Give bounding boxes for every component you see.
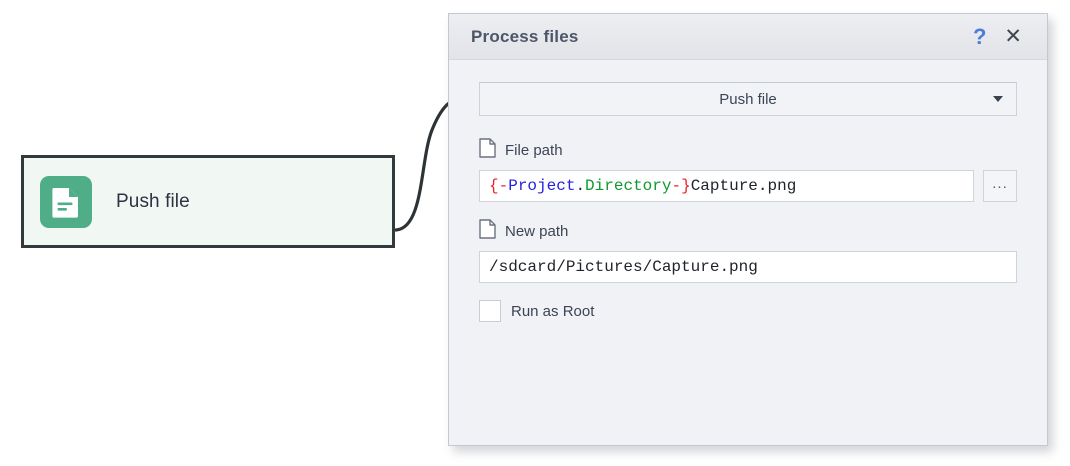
token-close-brace: } — [681, 177, 691, 195]
chevron-down-icon — [993, 96, 1003, 102]
token-filename: Capture.png — [690, 177, 797, 195]
run-as-root-label: Run as Root — [511, 302, 595, 320]
dialog-titlebar: Process files ? ✕ — [449, 14, 1047, 60]
flow-node-push-file[interactable]: Push file — [21, 155, 395, 248]
dialog-body: Push file File path {-Project.Directory-… — [449, 60, 1047, 322]
new-path-label: New path — [505, 223, 569, 240]
token-close-dash: - — [671, 177, 682, 195]
new-path-label-row: New path — [479, 219, 1017, 244]
new-path-row: /sdcard/Pictures/Capture.png — [479, 251, 1017, 283]
file-path-row: {-Project.Directory-}Capture.png ... — [479, 170, 1017, 202]
close-icon[interactable]: ✕ — [1004, 25, 1022, 48]
document-icon — [40, 175, 92, 228]
run-as-root-row: Run as Root — [479, 300, 1017, 322]
token-directory: Directory — [585, 177, 672, 195]
file-icon — [479, 138, 496, 163]
action-select-value: Push file — [719, 90, 777, 108]
flow-node-label: Push file — [116, 190, 190, 212]
dialog-title: Process files — [471, 26, 579, 46]
help-icon[interactable]: ? — [972, 23, 987, 49]
token-open-brace: { — [489, 177, 499, 195]
run-as-root-checkbox[interactable] — [479, 300, 501, 322]
file-icon — [479, 219, 496, 244]
token-open-dash: - — [498, 177, 509, 195]
new-path-input[interactable]: /sdcard/Pictures/Capture.png — [479, 251, 1017, 283]
new-path-value: /sdcard/Pictures/Capture.png — [489, 258, 758, 276]
action-select[interactable]: Push file — [479, 82, 1017, 116]
token-dot: . — [575, 177, 586, 195]
file-path-label-row: File path — [479, 138, 1017, 163]
process-files-dialog: Process files ? ✕ Push file File path — [448, 13, 1048, 446]
token-project: Project — [508, 177, 576, 195]
file-path-browse-button[interactable]: ... — [983, 170, 1017, 202]
file-path-input[interactable]: {-Project.Directory-}Capture.png — [479, 170, 974, 202]
file-path-label: File path — [505, 142, 563, 159]
